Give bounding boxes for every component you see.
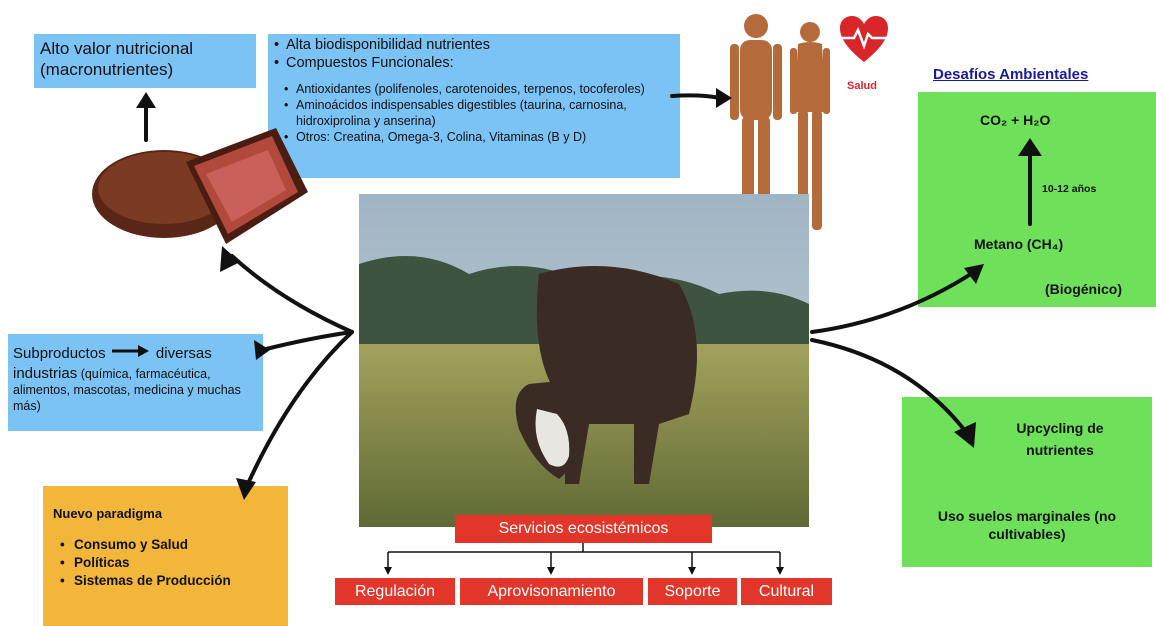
service-regulation: Regulación <box>335 578 455 605</box>
service-support: Soporte <box>648 578 737 605</box>
service-cultural: Cultural <box>741 578 832 605</box>
ecosystem-services-title: Servicios ecosistémicos <box>455 515 712 543</box>
service-provisioning: Aprovisonamiento <box>460 578 643 605</box>
